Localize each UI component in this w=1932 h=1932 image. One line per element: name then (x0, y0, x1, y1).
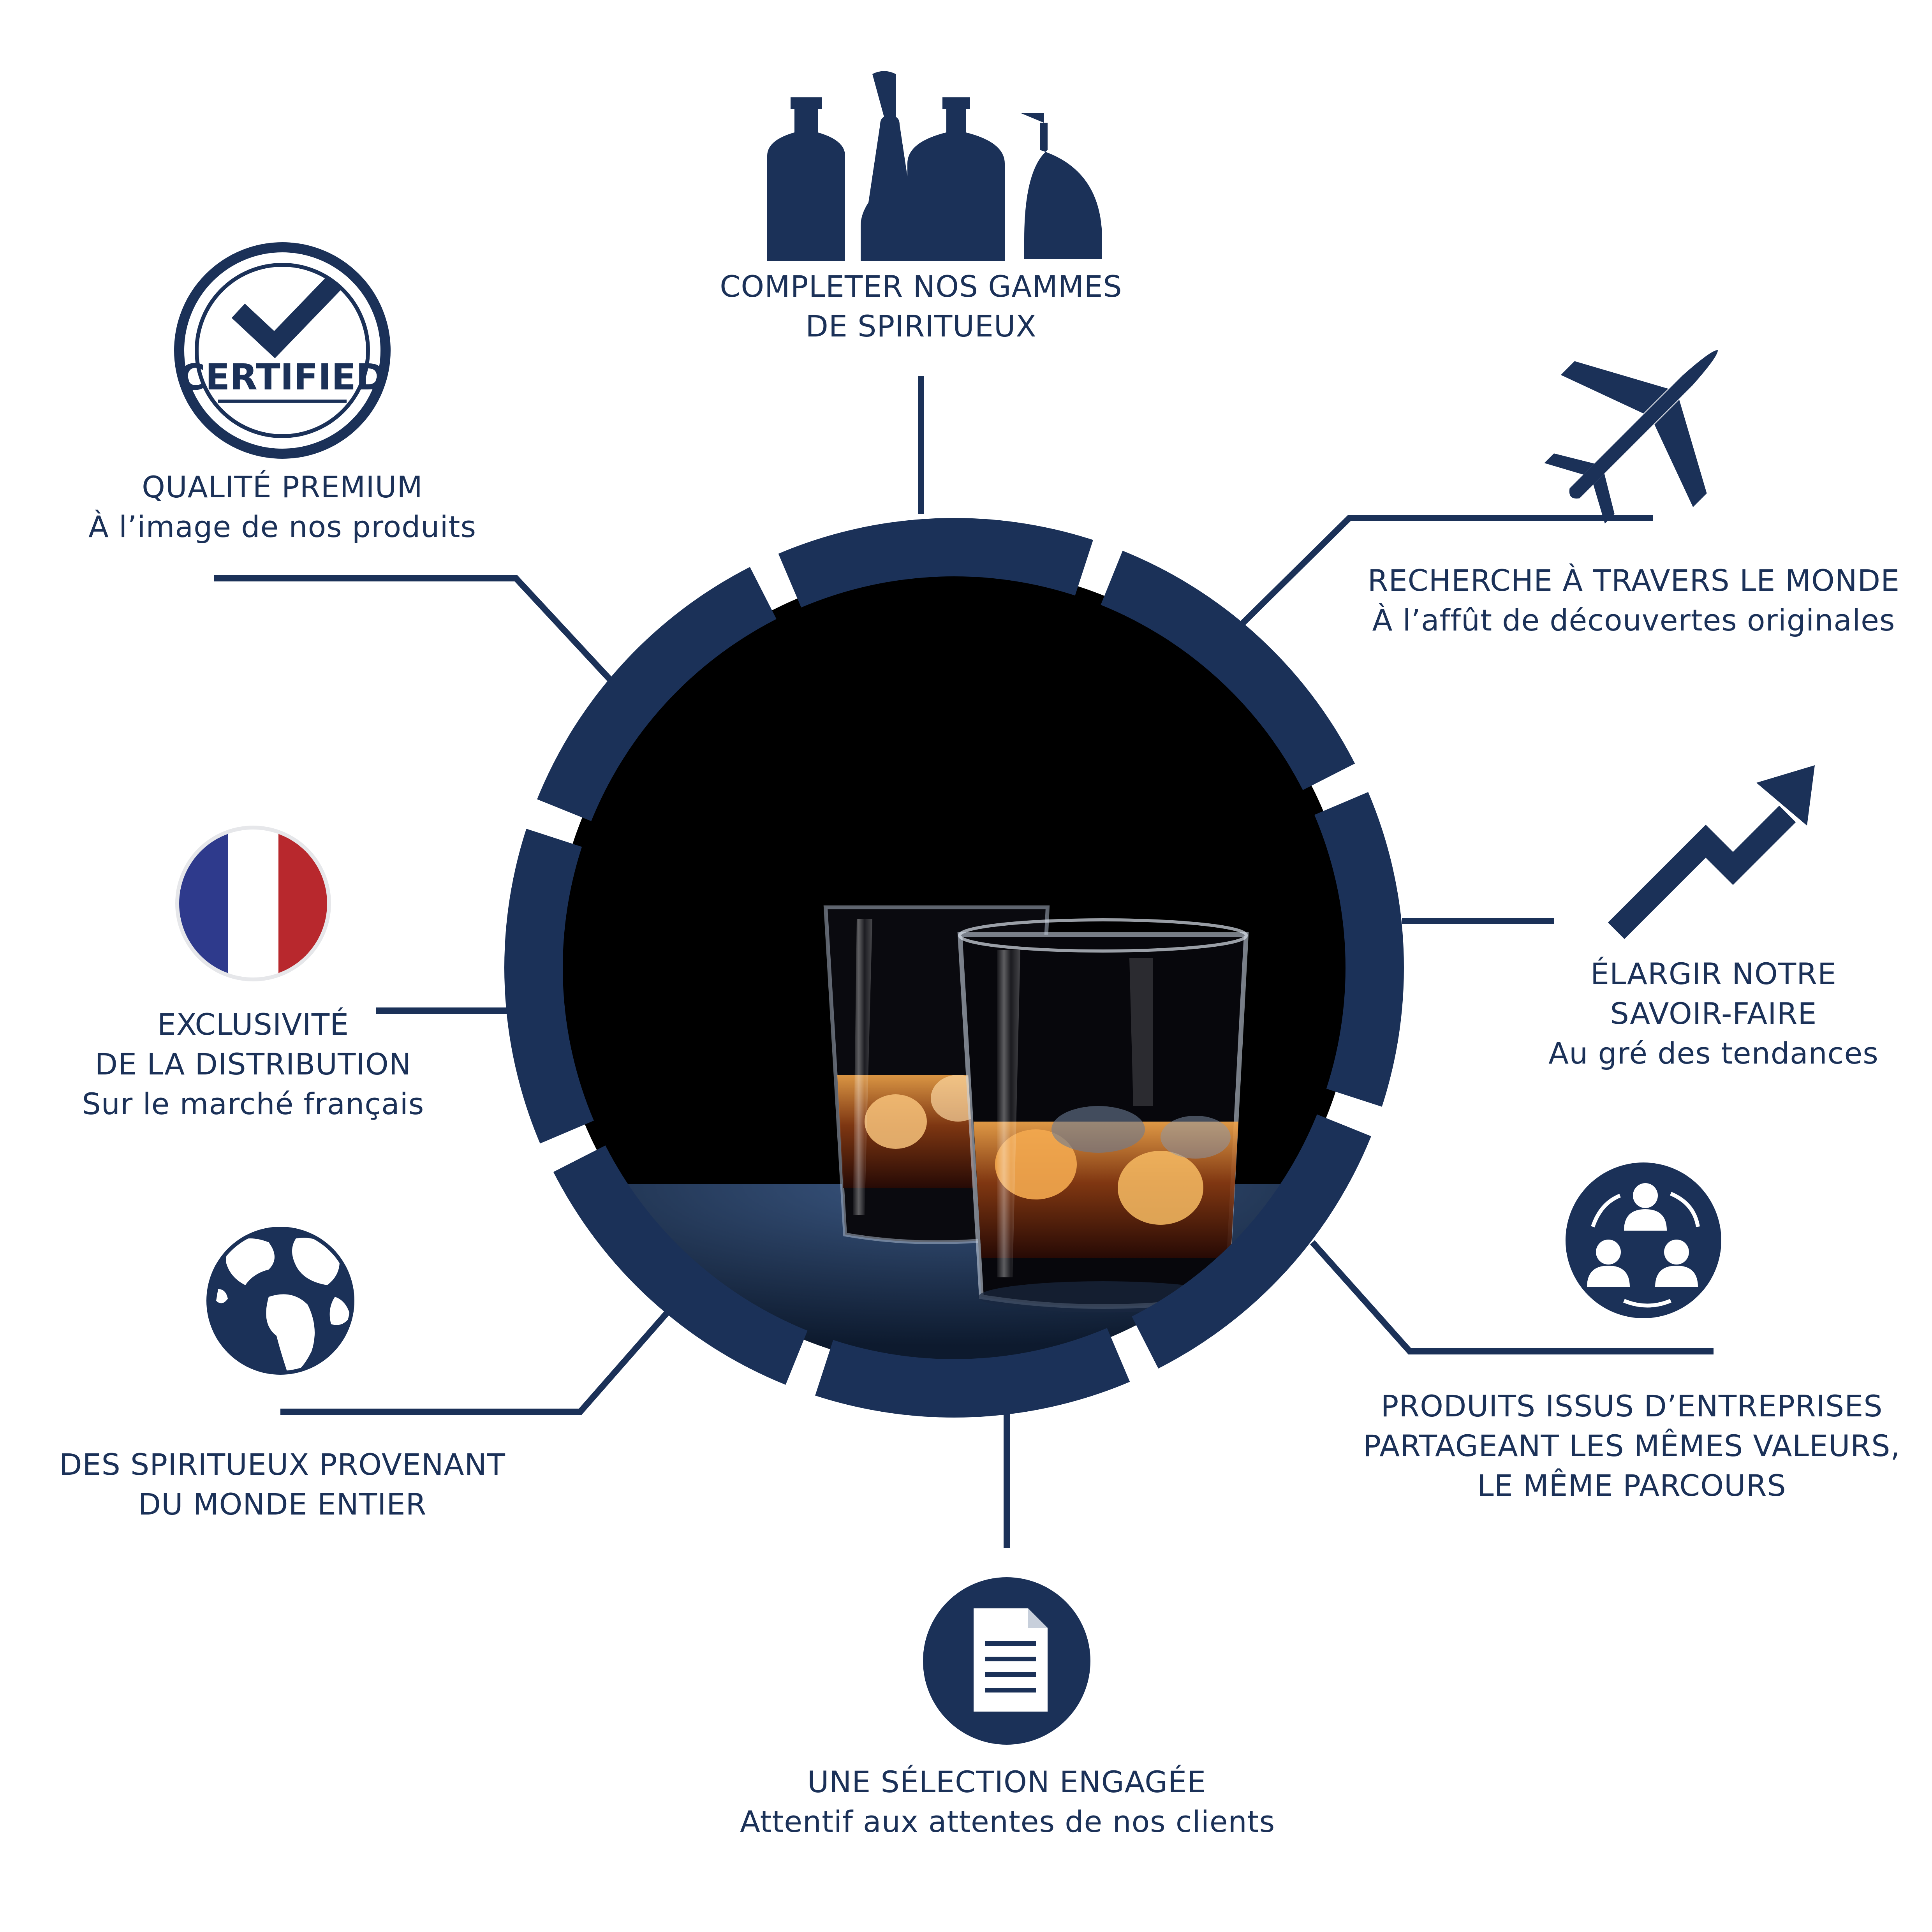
stamp-text: CERTIFIED (179, 356, 386, 398)
globe-icon (206, 1227, 354, 1375)
label-line: QUALITÉ PREMIUM (142, 470, 423, 504)
label-line: DU MONDE ENTIER (138, 1487, 427, 1522)
bottles-icon (767, 71, 1102, 261)
document-icon (923, 1577, 1090, 1745)
connector-bottom-right (1310, 1240, 1714, 1354)
connector-lines (214, 376, 1714, 1548)
ring-segment (553, 1145, 808, 1385)
label-line: COMPLETER NOS GAMMES (720, 269, 1122, 304)
label-line: RECHERCHE À TRAVERS LE MONDE (1367, 563, 1900, 598)
feature-label-top-left: QUALITÉ PREMIUM À l’image de nos produit… (78, 467, 487, 547)
label-line: DES SPIRITUEUX PROVENANT (59, 1447, 505, 1482)
front-glass (957, 918, 1249, 1312)
ring-segment (504, 829, 594, 1144)
label-line: LE MÊME PARCOURS (1477, 1468, 1786, 1503)
certified-stamp-icon: CERTIFIED (174, 242, 391, 459)
label-line: UNE SÉLECTION ENGAGÉE (807, 1765, 1206, 1799)
label-line: DE SPIRITUEUX (805, 309, 1037, 343)
people-network-icon (1566, 1162, 1721, 1318)
feature-label-right: ÉLARGIR NOTRE SAVOIR-FAIRE Au gré des te… (1519, 954, 1908, 1073)
feature-label-top-right: RECHERCHE À TRAVERS LE MONDE À l’affût d… (1351, 561, 1916, 640)
feature-label-left: EXCLUSIVITÉ DE LA DISTRIBUTION Sur le ma… (58, 1005, 448, 1124)
airplane-icon (1544, 350, 1718, 524)
label-line: DE LA DISTRIBUTION (95, 1047, 412, 1081)
label-subtitle: Sur le marché français (82, 1087, 424, 1121)
connector-top-right (1207, 515, 1653, 659)
growth-arrow-icon (1608, 765, 1815, 939)
feature-label-bottom-left: DES SPIRITUEUX PROVENANT DU MONDE ENTIER (39, 1445, 526, 1524)
ring-segment (778, 518, 1093, 608)
connector-top-left (214, 575, 620, 690)
france-flag-icon (175, 826, 331, 981)
label-line: PARTAGEANT LES MÊMES VALEURS, (1363, 1428, 1900, 1463)
label-line: EXCLUSIVITÉ (157, 1007, 349, 1042)
feature-label-top: COMPLETER NOS GAMMES DE SPIRITUEUX (697, 267, 1145, 346)
feature-label-bottom: UNE SÉLECTION ENGAGÉE Attentif aux atten… (740, 1762, 1275, 1842)
ring (504, 518, 1404, 1418)
label-line: ÉLARGIR NOTRE (1590, 956, 1837, 991)
ring-segment (1132, 1114, 1371, 1369)
label-subtitle: Au gré des tendances (1548, 1036, 1879, 1071)
ring-segment (537, 567, 777, 821)
connector-bottom-left (280, 1298, 680, 1415)
ring-segment (1101, 551, 1355, 790)
label-subtitle: À l’affût de découvertes originales (1372, 603, 1895, 638)
label-subtitle: À l’image de nos produits (88, 509, 477, 544)
ring-segment (815, 1328, 1130, 1418)
label-subtitle: Attentif aux attentes de nos clients (740, 1804, 1275, 1839)
label-line: PRODUITS ISSUS D’ENTREPRISES (1381, 1389, 1883, 1423)
label-line: SAVOIR-FAIRE (1610, 996, 1817, 1031)
feature-label-bottom-right: PRODUITS ISSUS D’ENTREPRISES PARTAGEANT … (1351, 1386, 1912, 1506)
ring-segment (1314, 792, 1404, 1107)
